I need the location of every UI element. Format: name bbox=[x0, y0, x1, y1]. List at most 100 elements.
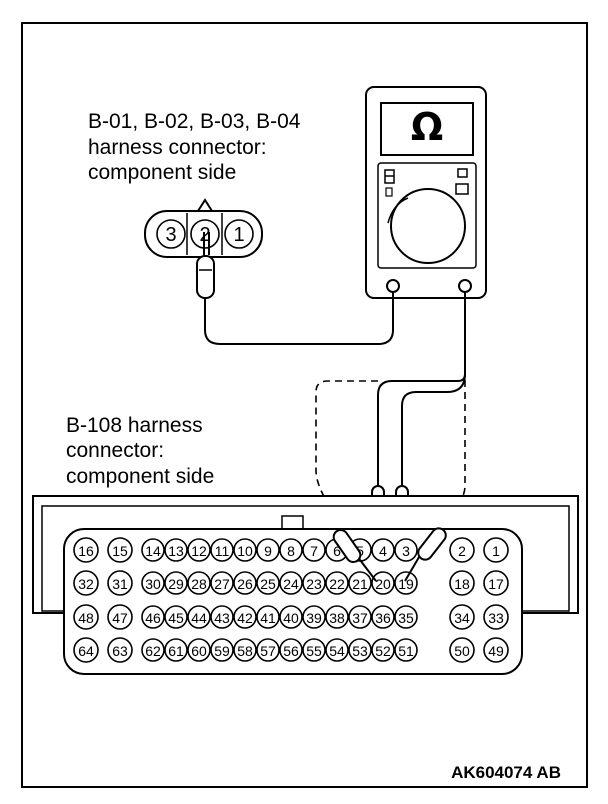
ecu-pin-1: 1 bbox=[483, 537, 509, 563]
probe-jack-com bbox=[386, 279, 400, 293]
ecu-pin-20-label: 20 bbox=[375, 576, 391, 592]
ecu-pin-16: 16 bbox=[73, 537, 99, 563]
ecu-pin-61: 61 bbox=[164, 638, 188, 662]
ecu-pin-1-label: 1 bbox=[492, 543, 500, 559]
ecu-pin-36: 36 bbox=[371, 605, 395, 629]
ecu-pin-22-label: 22 bbox=[329, 576, 345, 592]
ecu-pin-26-circle bbox=[233, 571, 257, 595]
ecu-pin-13-label: 13 bbox=[168, 543, 184, 559]
ecu-pin-51: 51 bbox=[394, 638, 418, 662]
ecu-pin-25: 25 bbox=[256, 571, 280, 595]
sensor-pin-3-label: 3 bbox=[165, 224, 176, 246]
ecu-pin-55: 55 bbox=[302, 638, 326, 662]
ecu-pin-18: 18 bbox=[449, 570, 475, 596]
ecu-connector-label: B-108 harness connector: component side bbox=[66, 414, 214, 488]
ecu-pin-4-circle bbox=[371, 538, 395, 562]
ecu-pin-6-label: 6 bbox=[333, 543, 341, 559]
ecu-pin-60: 60 bbox=[187, 638, 211, 662]
ecu-pin-60-circle bbox=[187, 638, 211, 662]
ecu-pin-41-circle bbox=[256, 605, 280, 629]
ecu-pin-29-circle bbox=[164, 571, 188, 595]
ecu-pin-15-label: 15 bbox=[112, 543, 128, 559]
ecu-pin-48-circle bbox=[73, 604, 99, 630]
ecu-pin-64-label: 64 bbox=[78, 643, 94, 659]
ecu-pin-19: 19 bbox=[394, 571, 418, 595]
ecu-pin-54: 54 bbox=[325, 638, 349, 662]
ecu-pin-47-circle bbox=[107, 604, 133, 630]
ecu-label-line-1: B-108 harness bbox=[66, 414, 203, 437]
ecu-pin-27-label: 27 bbox=[214, 576, 230, 592]
ecu-pin-28-label: 28 bbox=[191, 576, 207, 592]
ecu-pin-40-label: 40 bbox=[283, 610, 299, 626]
ecu-pin-9-label: 9 bbox=[264, 543, 272, 559]
ecu-pin-9: 9 bbox=[256, 538, 280, 562]
ecu-pin-11: 11 bbox=[210, 538, 234, 562]
ecu-pin-52-circle bbox=[371, 638, 395, 662]
ecu-pin-32: 32 bbox=[73, 570, 99, 596]
ecu-pin-57: 57 bbox=[256, 638, 280, 662]
ecu-pin-33-label: 33 bbox=[488, 610, 504, 626]
ecu-pin-51-label: 51 bbox=[398, 643, 414, 659]
figure-code: AK604074 AB bbox=[451, 763, 561, 782]
ecu-pin-9-circle bbox=[256, 538, 280, 562]
ecu-pin-8-label: 8 bbox=[287, 543, 295, 559]
ecu-pin-38: 38 bbox=[325, 605, 349, 629]
ecu-pin-64-circle bbox=[73, 637, 99, 663]
dial-detail bbox=[387, 197, 409, 224]
ecu-pin-56-circle bbox=[279, 638, 303, 662]
ecu-pin-41-label: 41 bbox=[260, 610, 276, 626]
probe-pin-sensor bbox=[196, 255, 215, 299]
ecu-pin-10-circle bbox=[233, 538, 257, 562]
ecu-label-line-2: connector: bbox=[66, 439, 164, 462]
ecu-pin-7-circle bbox=[302, 538, 326, 562]
ecu-pin-62: 62 bbox=[141, 638, 165, 662]
ecu-pin-42-label: 42 bbox=[237, 610, 253, 626]
ecu-pin-39: 39 bbox=[302, 605, 326, 629]
ecu-pin-3-label: 3 bbox=[402, 543, 410, 559]
ecu-pin-2-label: 2 bbox=[458, 543, 466, 559]
ecu-pin-19-circle bbox=[394, 571, 418, 595]
ecu-pin-39-circle bbox=[302, 605, 326, 629]
ecu-pin-45-circle bbox=[164, 605, 188, 629]
ecu-pin-48: 48 bbox=[73, 604, 99, 630]
ecu-pin-16-label: 16 bbox=[78, 543, 94, 559]
sensor-label-line-2: harness connector: bbox=[88, 136, 267, 159]
ecu-pin-42-circle bbox=[233, 605, 257, 629]
sensor-label-line-1: B-01, B-02, B-03, B-04 bbox=[88, 110, 301, 133]
ecu-pin-10: 10 bbox=[233, 538, 257, 562]
ecu-pin-50: 50 bbox=[449, 637, 475, 663]
ecu-pin-58-label: 58 bbox=[237, 643, 253, 659]
ecu-pin-38-label: 38 bbox=[329, 610, 345, 626]
ecu-pin-24: 24 bbox=[279, 571, 303, 595]
ecu-pin-30: 30 bbox=[141, 571, 165, 595]
ecu-pin-25-label: 25 bbox=[260, 576, 276, 592]
ecu-pin-18-circle bbox=[449, 570, 475, 596]
ecu-pin-7: 7 bbox=[302, 538, 326, 562]
ecu-pin-26: 26 bbox=[233, 571, 257, 595]
ecu-pin-27: 27 bbox=[210, 571, 234, 595]
alternate-lead-dashed-pin21 bbox=[315, 380, 378, 531]
ecu-pin-63-label: 63 bbox=[112, 643, 128, 659]
ecu-pin-33-circle bbox=[483, 604, 509, 630]
ecu-pin-21-circle bbox=[348, 571, 372, 595]
ecu-pin-18-label: 18 bbox=[454, 576, 470, 592]
ecu-pin-62-circle bbox=[141, 638, 165, 662]
ecu-pin-7-label: 7 bbox=[310, 543, 318, 559]
ecu-label-line-3: component side bbox=[66, 465, 214, 488]
sensor-label-line-3: component side bbox=[88, 161, 236, 184]
ecu-pin-43-circle bbox=[210, 605, 234, 629]
ecu-pin-22-circle bbox=[325, 571, 349, 595]
ecu-pin-31-label: 31 bbox=[112, 576, 128, 592]
sensor-pin-3-circle bbox=[156, 219, 186, 249]
ecu-pin-16-circle bbox=[73, 537, 99, 563]
ecu-pin-13: 13 bbox=[164, 538, 188, 562]
ecu-pin-49-circle bbox=[483, 637, 509, 663]
ecu-pin-53-circle bbox=[348, 638, 372, 662]
ecu-pin-37-label: 37 bbox=[352, 610, 368, 626]
probe-jack-v bbox=[458, 279, 472, 293]
ecu-pin-34-circle bbox=[449, 604, 475, 630]
ecu-pin-15: 15 bbox=[107, 537, 133, 563]
ecu-pin-63-circle bbox=[107, 637, 133, 663]
ecu-pin-51-circle bbox=[394, 638, 418, 662]
